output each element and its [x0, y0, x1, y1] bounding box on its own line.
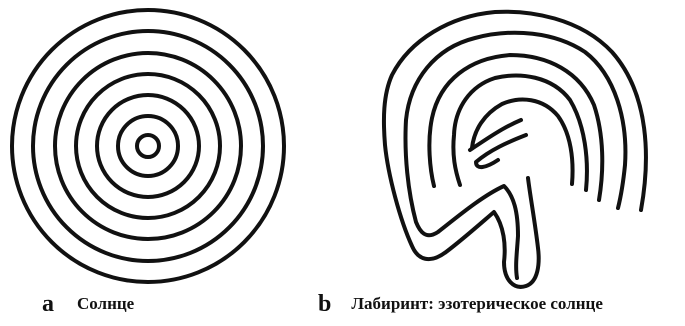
- labyrinth-outer-wall: [384, 12, 646, 287]
- sun-ring-7: [137, 135, 159, 157]
- sun-concentric-circles: [12, 10, 284, 282]
- sun-ring-5: [97, 95, 199, 197]
- panel-b-caption: b Лабиринт: эзотерическое солнце: [318, 292, 603, 316]
- labyrinth-inner-wall-1: [405, 33, 625, 278]
- panel-b-caption-text: Лабиринт: эзотерическое солнце: [351, 294, 603, 313]
- sun-ring-6: [118, 116, 178, 176]
- panel-a-caption: a Солнце: [42, 292, 134, 316]
- sun-ring-2: [33, 31, 263, 261]
- panel-b-letter: b: [318, 291, 331, 317]
- labyrinth-inner-wall-4: [472, 100, 573, 184]
- sun-ring-1: [12, 10, 284, 282]
- labyrinth-drawing: [384, 12, 646, 287]
- panel-a-letter: a: [42, 291, 54, 317]
- panel-a-caption-text: Солнце: [77, 294, 134, 313]
- sun-ring-3: [55, 53, 241, 239]
